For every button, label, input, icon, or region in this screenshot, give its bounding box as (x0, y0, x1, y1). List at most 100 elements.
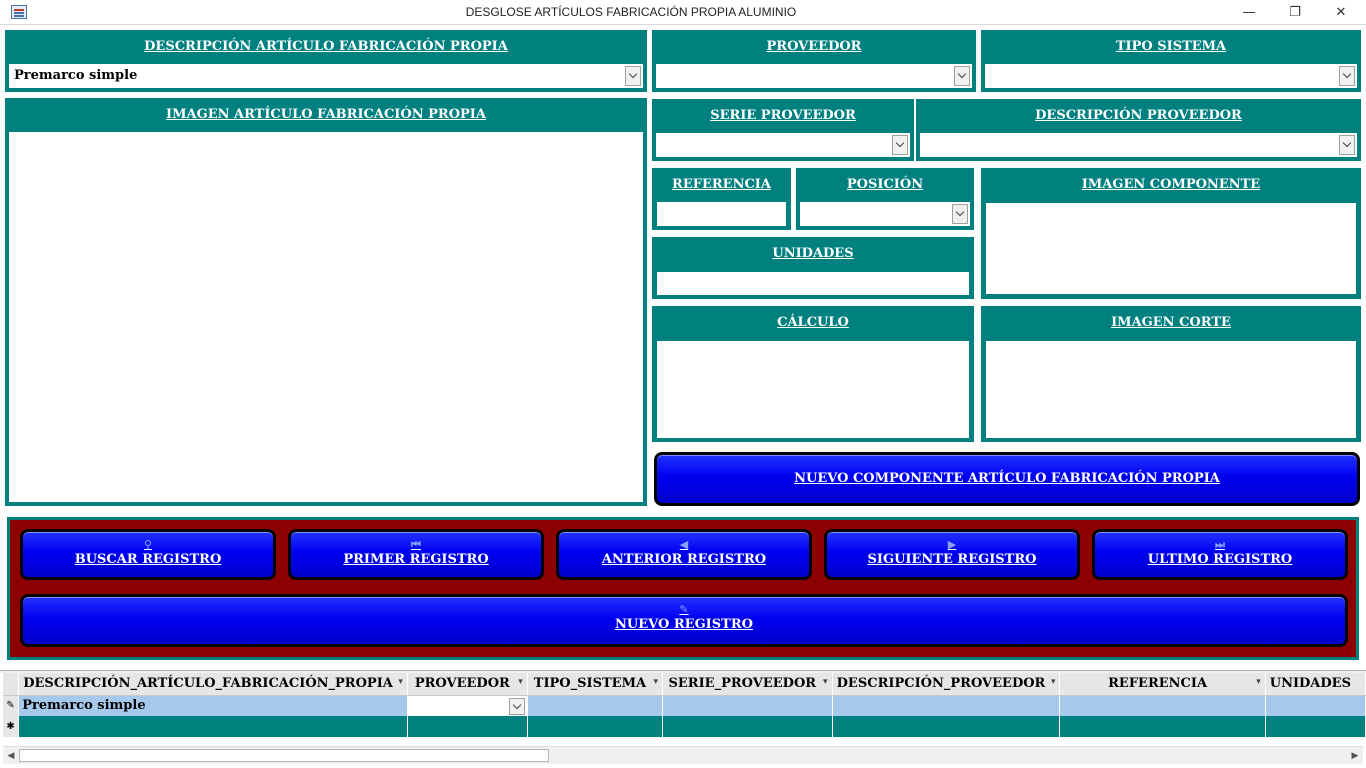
ultimo-registro-button[interactable]: ⏭ ULTIMO REGISTRO (1092, 529, 1348, 580)
descripcion-articulo-panel: DESCRIPCIÓN ARTÍCULO FABRICACIÓN PROPIA … (5, 30, 647, 92)
proveedor-combo[interactable] (656, 64, 972, 88)
dropdown-arrow-icon[interactable] (1339, 66, 1355, 86)
pencil-icon: ✎ (679, 603, 689, 616)
cell-proveedor-combo[interactable] (407, 695, 528, 716)
cell-tipo-sistema[interactable] (527, 695, 664, 716)
column-header-unidades[interactable]: UNIDADES (1265, 673, 1366, 696)
column-header-proveedor[interactable]: PROVEEDOR▾ (407, 673, 528, 696)
sort-arrow-icon[interactable]: ▾ (823, 677, 828, 687)
table-row[interactable]: ✎ Premarco simple (3, 695, 1366, 716)
cell-descripcion[interactable]: Premarco simple (18, 695, 408, 716)
imagen-articulo-panel: IMAGEN ARTÍCULO FABRICACIÓN PROPIA (5, 98, 647, 506)
sort-arrow-icon[interactable]: ▾ (653, 677, 659, 687)
calculo-textbox[interactable] (657, 341, 969, 438)
select-all-cell[interactable] (3, 673, 20, 696)
datasheet-table: DESCRIPCIÓN_ARTÍCULO_FABRICACIÓN_PROPIA▾… (3, 673, 1366, 737)
anterior-registro-label: ANTERIOR REGISTRO (601, 552, 767, 567)
new-cell[interactable] (832, 716, 1061, 737)
buscar-registro-button[interactable]: ⚲ BUSCAR REGISTRO (20, 529, 276, 580)
window-title: DESGLOSE ARTÍCULOS FABRICACIÓN PROPIA AL… (465, 5, 797, 19)
record-selector-pencil-icon[interactable]: ✎ (3, 695, 20, 716)
new-cell[interactable] (18, 716, 408, 737)
tipo-sistema-panel: TIPO SISTEMA (981, 30, 1361, 92)
new-cell[interactable] (407, 716, 528, 737)
dropdown-arrow-icon[interactable] (954, 66, 970, 86)
buscar-registro-label: BUSCAR REGISTRO (74, 552, 222, 567)
unidades-panel: UNIDADES (652, 237, 974, 299)
unidades-label: UNIDADES (772, 246, 854, 261)
next-record-icon: ▶ (947, 538, 957, 551)
primer-registro-button[interactable]: ⏮ PRIMER REGISTRO (288, 529, 544, 580)
new-record-row[interactable]: ✱ (3, 716, 1366, 737)
posicion-combo[interactable] (800, 202, 970, 226)
dropdown-arrow-icon[interactable] (892, 135, 908, 155)
column-header-tipo-sistema[interactable]: TIPO_SISTEMA▾ (527, 673, 664, 696)
scroll-left-icon[interactable]: ◀ (7, 751, 15, 761)
imagen-corte-panel: IMAGEN CORTE (981, 306, 1361, 442)
cell-referencia[interactable] (1059, 695, 1266, 716)
referencia-input[interactable] (657, 202, 786, 226)
siguiente-registro-button[interactable]: ▶ SIGUIENTE REGISTRO (824, 529, 1080, 580)
close-button[interactable]: ✕ (1335, 5, 1347, 20)
column-header-serie-proveedor[interactable]: SERIE_PROVEEDOR▾ (662, 673, 833, 696)
title-bar: DESGLOSE ARTÍCULOS FABRICACIÓN PROPIA AL… (0, 0, 1366, 25)
proveedor-panel: PROVEEDOR (652, 30, 976, 92)
unidades-input[interactable] (657, 272, 969, 295)
cell-unidades[interactable] (1265, 695, 1366, 716)
referencia-label: REFERENCIA (672, 177, 771, 192)
descripcion-proveedor-combo[interactable] (920, 133, 1357, 157)
ultimo-registro-label: ULTIMO REGISTRO (1147, 552, 1293, 567)
posicion-label: POSICIÓN (846, 177, 924, 192)
column-header-descripcion-proveedor[interactable]: DESCRIPCIÓN_PROVEEDOR▾ (832, 673, 1061, 696)
nuevo-registro-button[interactable]: ✎ NUEVO REGISTRO (20, 594, 1348, 647)
descripcion-articulo-combo[interactable]: Premarco simple (9, 64, 643, 88)
column-header-descripcion[interactable]: DESCRIPCIÓN_ARTÍCULO_FABRICACIÓN_PROPIA▾ (18, 673, 408, 696)
referencia-panel: REFERENCIA (652, 168, 791, 230)
imagen-corte-label: IMAGEN CORTE (1111, 315, 1231, 330)
descripcion-proveedor-panel: DESCRIPCIÓN PROVEEDOR (916, 99, 1361, 161)
serie-proveedor-combo[interactable] (656, 133, 910, 157)
restore-button[interactable]: ❐ (1289, 5, 1301, 20)
sort-arrow-icon[interactable]: ▾ (1050, 677, 1056, 687)
new-cell[interactable] (1059, 716, 1266, 737)
imagen-articulo-frame (9, 132, 643, 502)
imagen-corte-frame (986, 341, 1356, 438)
dropdown-arrow-icon[interactable] (1339, 135, 1355, 155)
descripcion-articulo-value: Premarco simple (14, 68, 138, 83)
proveedor-label: PROVEEDOR (766, 39, 862, 54)
serie-proveedor-label: SERIE PROVEEDOR (710, 108, 856, 123)
form-icon (11, 5, 27, 19)
descripcion-proveedor-label: DESCRIPCIÓN PROVEEDOR (1035, 108, 1242, 123)
sort-arrow-icon[interactable]: ▾ (1256, 677, 1261, 687)
sort-arrow-icon[interactable]: ▾ (398, 677, 403, 687)
dropdown-arrow-icon[interactable] (508, 697, 525, 715)
new-record-asterisk-icon[interactable]: ✱ (3, 716, 20, 737)
siguiente-registro-label: SIGUIENTE REGISTRO (867, 552, 1037, 567)
new-cell[interactable] (662, 716, 833, 737)
cell-serie-proveedor[interactable] (662, 695, 833, 716)
horizontal-scrollbar[interactable]: ◀ ▶ (3, 746, 1363, 764)
primer-registro-label: PRIMER REGISTRO (343, 552, 489, 567)
dropdown-arrow-icon[interactable] (625, 66, 641, 86)
imagen-componente-panel: IMAGEN COMPONENTE (981, 168, 1361, 299)
split-form-handle[interactable] (0, 670, 1366, 673)
descripcion-articulo-label: DESCRIPCIÓN ARTÍCULO FABRICACIÓN PROPIA (144, 39, 508, 54)
tipo-sistema-label: TIPO SISTEMA (1115, 39, 1227, 54)
cell-descripcion-proveedor[interactable] (832, 695, 1061, 716)
dropdown-arrow-icon[interactable] (952, 204, 968, 224)
tipo-sistema-combo[interactable] (985, 64, 1357, 88)
anterior-registro-button[interactable]: ◀ ANTERIOR REGISTRO (556, 529, 812, 580)
last-record-icon: ⏭ (1215, 538, 1225, 551)
column-header-referencia[interactable]: REFERENCIA▾ (1059, 673, 1266, 696)
new-cell[interactable] (1265, 716, 1366, 737)
scroll-right-icon[interactable]: ▶ (1351, 751, 1359, 761)
new-cell[interactable] (527, 716, 664, 737)
first-record-icon: ⏮ (411, 538, 421, 551)
imagen-componente-label: IMAGEN COMPONENTE (1081, 177, 1261, 192)
scrollbar-thumb[interactable] (19, 749, 549, 762)
imagen-articulo-label: IMAGEN ARTÍCULO FABRICACIÓN PROPIA (166, 107, 486, 122)
imagen-componente-frame (986, 203, 1356, 294)
minimize-button[interactable]: — (1242, 5, 1256, 20)
nuevo-componente-button[interactable]: NUEVO COMPONENTE ARTÍCULO FABRICACIÓN PR… (654, 452, 1360, 506)
sort-arrow-icon[interactable]: ▾ (518, 677, 523, 687)
